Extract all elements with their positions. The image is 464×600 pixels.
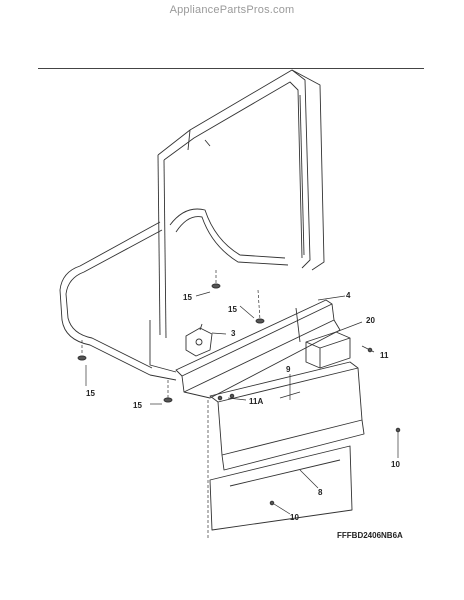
part-9-panel [209,361,363,456]
leveling-foot-1 [211,283,221,289]
leveling-foot-3 [77,355,87,361]
figure-code: FFFBD2406NB6A [337,531,403,540]
callout-9: 9 [286,365,291,374]
screw-11a-2 [229,393,235,399]
tub-frame-left [59,221,177,381]
part-20-block [305,331,351,369]
part-8-panel [209,419,365,531]
front-rail [149,299,341,399]
callout-15-a: 15 [183,293,192,302]
screw-10-right [395,427,401,433]
callout-15-c: 15 [86,389,95,398]
tub-frame-back [157,69,325,339]
screw-11 [367,347,373,353]
header-rule [38,68,424,69]
callout-3: 3 [231,329,236,338]
tub-frame-arch [169,208,289,266]
fasteners [77,283,401,506]
leveling-foot-4 [163,397,173,403]
alignment-lines [81,270,261,540]
callout-4: 4 [346,291,351,300]
part-3-bracket [185,323,213,357]
leveling-foot-2 [255,318,265,324]
callout-15-b: 15 [228,305,237,314]
screw-10-bottom [269,500,275,506]
callout-10-right: 10 [391,460,400,469]
screw-11a-1 [217,395,223,401]
callout-8: 8 [318,488,323,497]
callout-20: 20 [366,316,375,325]
watermark: AppliancePartsPros.com [169,4,295,16]
callout-10-bottom: 10 [290,513,299,522]
callout-11: 11 [380,351,389,360]
callout-15-d: 15 [133,401,142,410]
callout-11a: 11A [249,397,263,406]
